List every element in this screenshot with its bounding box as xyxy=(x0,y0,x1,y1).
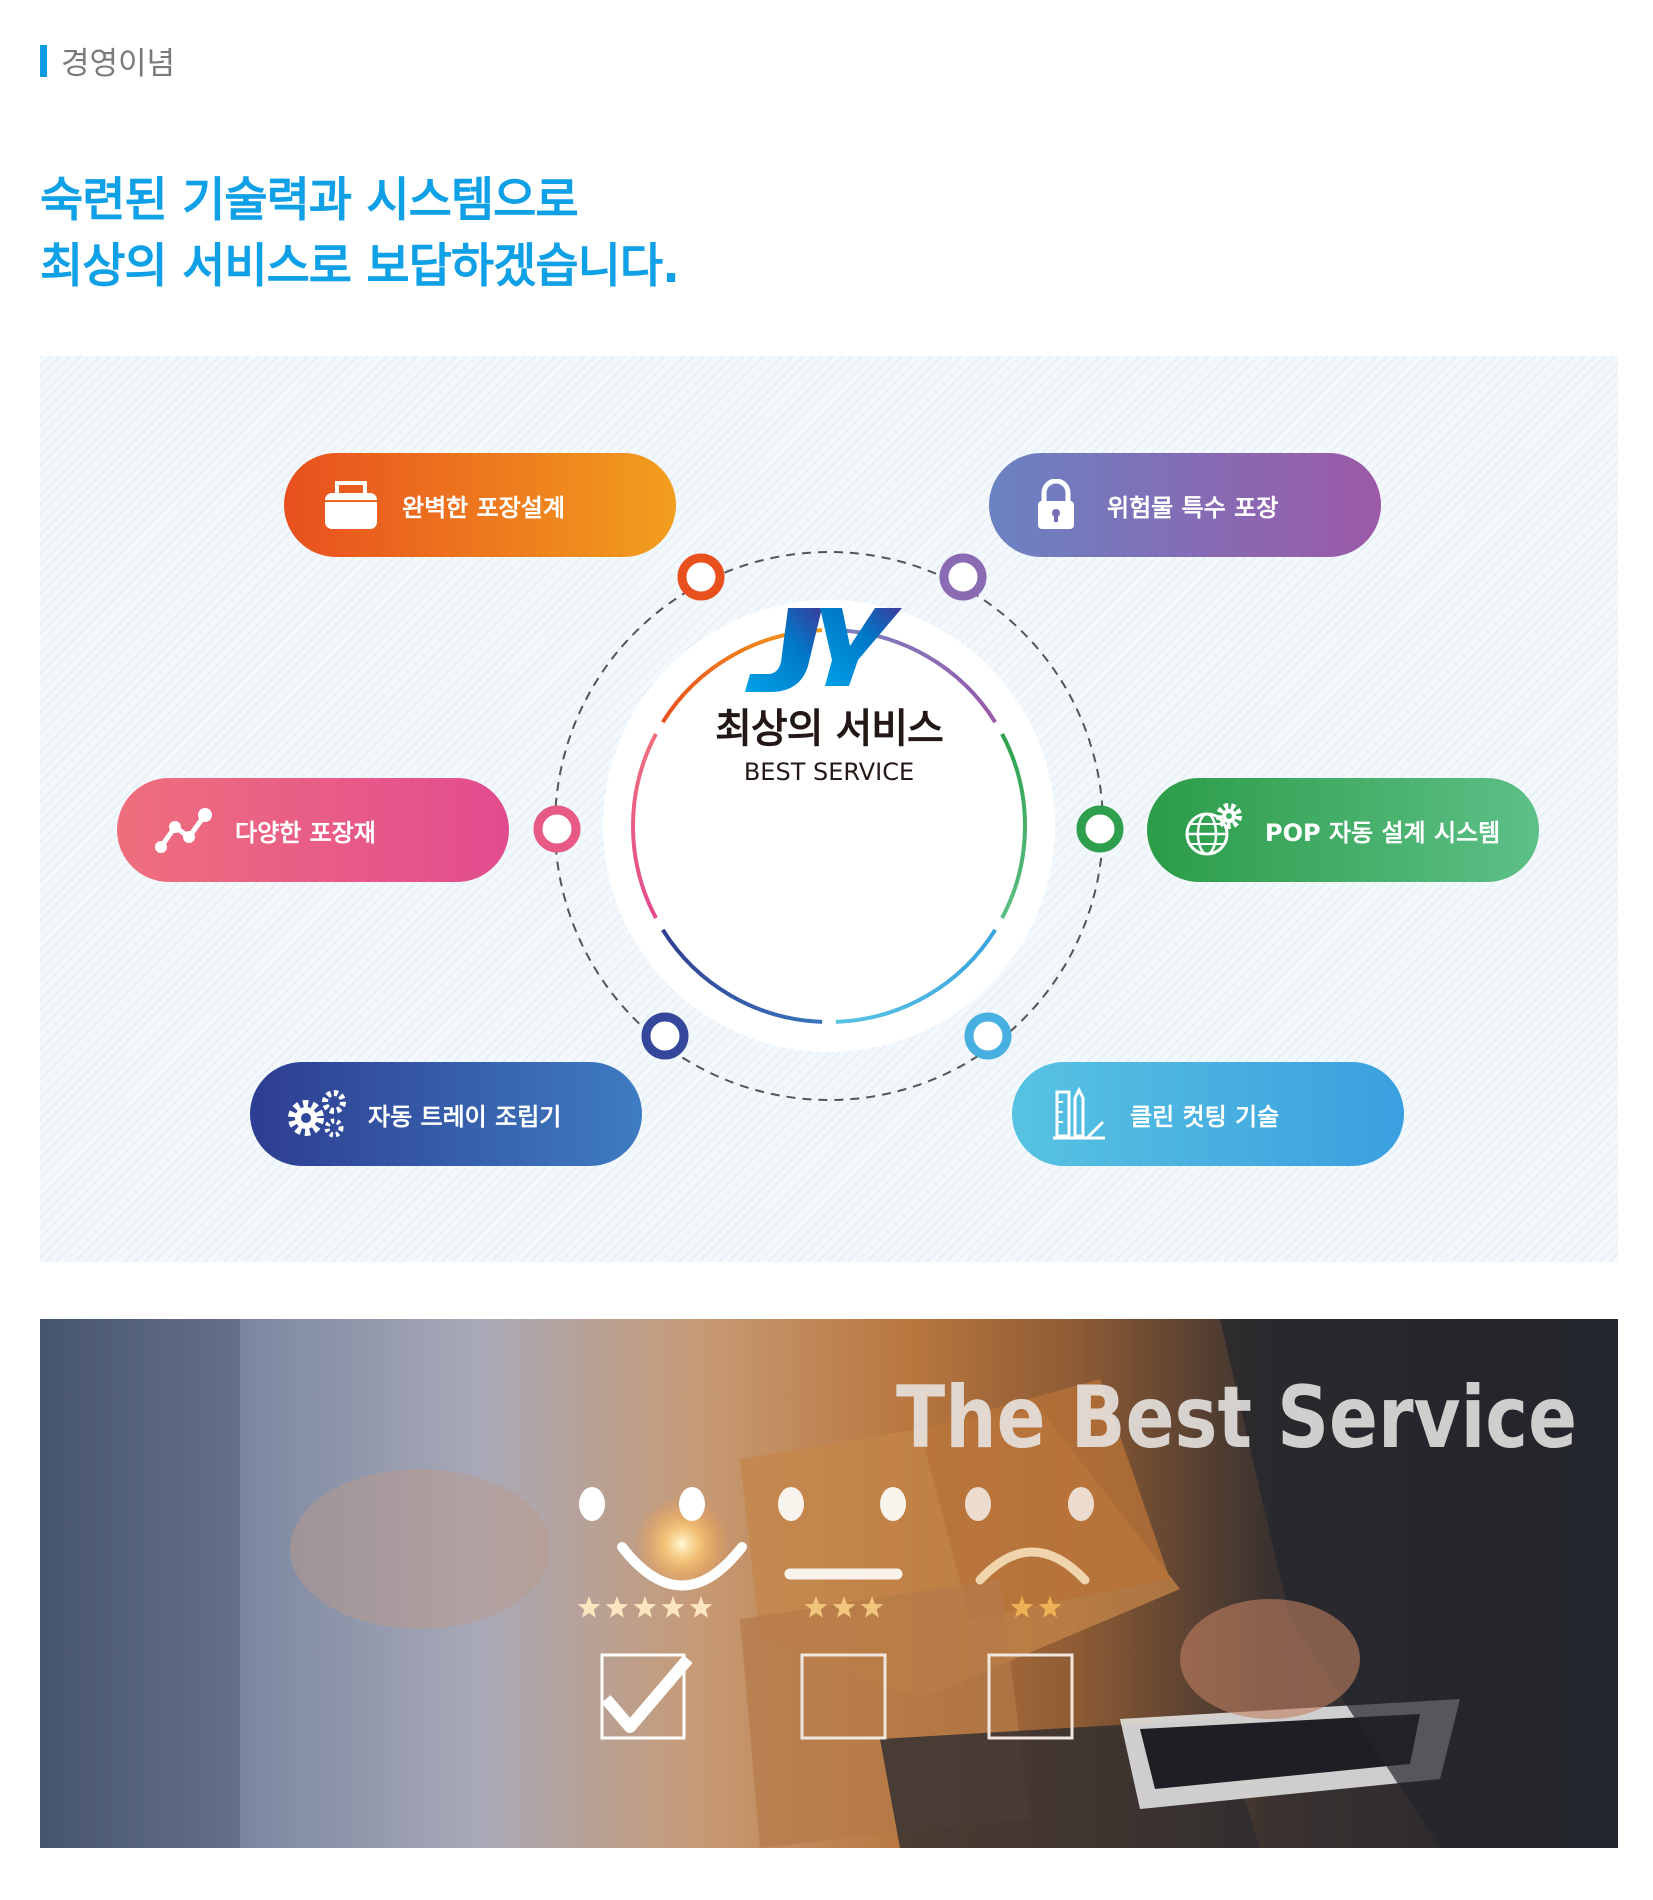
orbit-dot xyxy=(677,553,725,601)
ring-segment xyxy=(631,733,658,919)
feature-tray-assembler: 자동 트레이 조립기 xyxy=(250,1062,642,1166)
neutral-face-icon xyxy=(778,1487,804,1521)
center-subtitle: BEST SERVICE xyxy=(743,758,915,786)
nodes-icon xyxy=(153,802,215,858)
star-icon xyxy=(804,1596,828,1618)
rating-smile xyxy=(579,1487,747,1591)
section-title: 경영이념 xyxy=(61,46,176,82)
feature-label: 클린 컷팅 기술 xyxy=(1130,1102,1280,1131)
feature-packaging-design: 완벽한 포장설계 xyxy=(284,453,676,557)
rating-neutral xyxy=(778,1487,906,1580)
orbit-dot xyxy=(964,1012,1012,1060)
smile-face-icon xyxy=(579,1487,605,1521)
jy-logo xyxy=(745,608,902,692)
feature-label: 완벽한 포장설계 xyxy=(402,493,565,522)
orbit-dot xyxy=(533,805,581,853)
star-icon xyxy=(860,1596,884,1618)
feature-label: 위험물 특수 포장 xyxy=(1107,493,1279,522)
star-icon xyxy=(832,1596,856,1618)
ruler-pencil-icon xyxy=(1048,1086,1110,1142)
checkbox-two-star[interactable] xyxy=(987,1653,1074,1740)
ring-segment xyxy=(661,928,823,1024)
star-icon xyxy=(577,1596,601,1618)
orbit-dots xyxy=(533,553,1124,1060)
service-diagram-panel: 최상의 서비스 BEST SERVICE 완벽한 포장설계 위험물 특수 포장 … xyxy=(40,356,1618,1262)
toolbox-icon xyxy=(320,477,382,533)
ring-segment xyxy=(1000,733,1027,919)
lock-icon xyxy=(1025,477,1087,533)
rating-stars xyxy=(577,1596,1062,1618)
center-title: 최상의 서비스 xyxy=(715,706,944,752)
orbit-dot xyxy=(939,553,987,601)
orbit-dot xyxy=(1076,805,1124,853)
rating-sad xyxy=(965,1487,1094,1585)
star-icon xyxy=(633,1596,657,1618)
feature-various-materials: 다양한 포장재 xyxy=(117,778,509,882)
sad-face-icon xyxy=(965,1487,991,1521)
best-service-banner: The Best Service xyxy=(40,1319,1618,1848)
glow-highlight xyxy=(634,1496,730,1592)
star-icon xyxy=(1010,1596,1034,1618)
headline-line-1: 숙련된 기술력과 시스템으로 xyxy=(40,173,579,228)
banner-photo-backdrop xyxy=(40,1319,1618,1848)
checkmark-icon xyxy=(601,1655,693,1733)
banner-title: The Best Service xyxy=(896,1368,1577,1468)
headline: 숙련된 기술력과 시스템으로 최상의 서비스로 보답하겠습니다. xyxy=(40,168,680,300)
feature-pop-design-system: POP 자동 설계 시스템 xyxy=(1147,778,1539,882)
star-icon xyxy=(1038,1596,1062,1618)
star-icon xyxy=(605,1596,629,1618)
ring-segment xyxy=(835,928,997,1024)
checkbox-three-star[interactable] xyxy=(800,1653,887,1740)
diagram-graphics xyxy=(533,551,1124,1101)
star-icon xyxy=(689,1596,713,1618)
feature-label: 자동 트레이 조립기 xyxy=(368,1102,562,1131)
gears-icon xyxy=(286,1086,348,1142)
orbit-dot xyxy=(641,1012,689,1060)
headline-line-2: 최상의 서비스로 보답하겠습니다. xyxy=(40,239,680,294)
center-circle xyxy=(603,600,1055,1052)
globe-gear-icon xyxy=(1183,802,1245,858)
banner-graphics: The Best Service xyxy=(40,1319,1618,1848)
checkbox-five-star[interactable] xyxy=(600,1653,686,1740)
rating-checkboxes xyxy=(600,1653,1074,1740)
star-icon xyxy=(661,1596,685,1618)
feature-clean-cutting: 클린 컷팅 기술 xyxy=(1012,1062,1404,1166)
section-label: 경영이념 xyxy=(40,38,175,83)
feature-label: POP 자동 설계 시스템 xyxy=(1265,818,1501,847)
section-accent-bar xyxy=(40,44,47,77)
feature-label: 다양한 포장재 xyxy=(235,818,376,847)
feature-hazmat-packaging: 위험물 특수 포장 xyxy=(989,453,1381,557)
